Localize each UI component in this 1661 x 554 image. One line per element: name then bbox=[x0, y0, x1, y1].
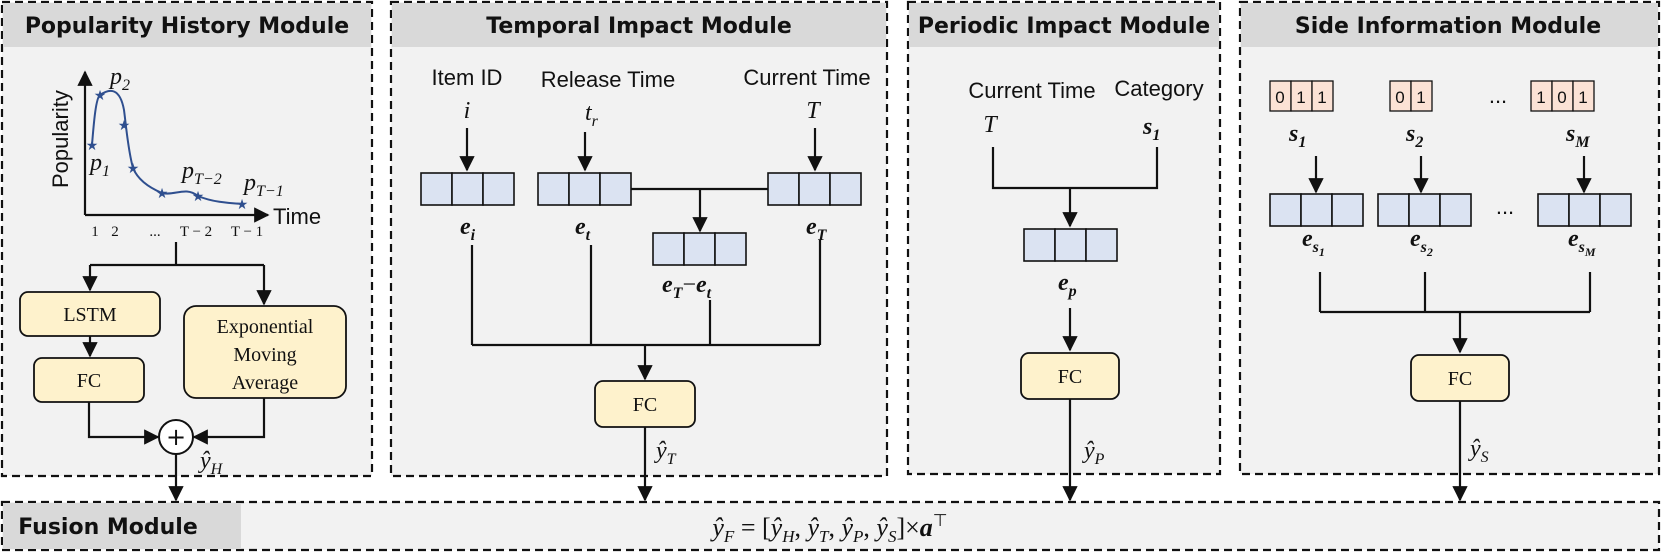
side-embedding-2 bbox=[1377, 193, 1472, 227]
fusion-header bbox=[3, 503, 241, 549]
tick-1: 1 bbox=[91, 224, 99, 240]
diff-embedding bbox=[652, 232, 747, 266]
periodic-current-time-label: Current Time bbox=[968, 78, 1095, 103]
point-label-2: p2 bbox=[108, 64, 130, 94]
svg-text:0: 0 bbox=[1275, 88, 1284, 107]
history-arrow bbox=[87, 402, 160, 445]
item-id-label: Item ID bbox=[432, 65, 503, 90]
side-embedding-label-2: es2 bbox=[1410, 226, 1433, 259]
y-axis-label: Popularity bbox=[48, 90, 73, 188]
current-embedding bbox=[767, 172, 862, 206]
periodic-current-var: T bbox=[983, 112, 998, 138]
fusion-module: Fusion Module ŷF = [ŷH, ŷT, ŷP, ŷS]×a⊤ bbox=[0, 500, 1661, 552]
temporal-output: ŷT bbox=[654, 438, 677, 468]
side-embedding-m bbox=[1537, 193, 1632, 227]
category-var: s1 bbox=[1142, 114, 1160, 144]
fusion-title: Fusion Module bbox=[18, 515, 198, 540]
tick-ellipsis: ... bbox=[149, 224, 160, 240]
item-embedding-label: ei bbox=[460, 214, 476, 244]
side-var-2: s2 bbox=[1405, 121, 1423, 151]
ema-label-line-2: Moving bbox=[233, 344, 296, 366]
point-label-t-2: pT−2 bbox=[180, 158, 222, 188]
side-title: Side Information Module bbox=[1295, 14, 1601, 39]
periodic-impact-module: Periodic Impact Module Current Time T Ca… bbox=[906, 0, 1222, 502]
current-var: T bbox=[806, 98, 821, 124]
side-header bbox=[1241, 3, 1658, 47]
onehot-vector-1: 0 1 1 bbox=[1269, 80, 1334, 112]
diff-embedding-label: eT−et bbox=[662, 272, 712, 302]
temporal-impact-module: Temporal Impact Module Item ID i Release… bbox=[389, 0, 889, 502]
star-marker: ★ bbox=[118, 118, 131, 134]
history-output: ŷH bbox=[198, 448, 224, 478]
svg-text:1: 1 bbox=[1296, 88, 1305, 107]
side-var-m: sM bbox=[1565, 121, 1590, 151]
plus-icon: + bbox=[166, 423, 186, 451]
star-marker: ★ bbox=[192, 189, 205, 205]
temporal-title: Temporal Impact Module bbox=[486, 14, 792, 39]
popularity-curve bbox=[91, 89, 243, 205]
onehot-ellipsis: ... bbox=[1489, 83, 1507, 108]
popularity-history-module: Popularity History Module Popularity Tim… bbox=[0, 0, 374, 502]
svg-text:0: 0 bbox=[1557, 88, 1566, 107]
category-label: Category bbox=[1114, 76, 1203, 101]
periodic-output: ŷP bbox=[1082, 438, 1105, 468]
star-marker: ★ bbox=[127, 161, 140, 177]
point-label-t-1: pT−1 bbox=[242, 170, 284, 200]
star-marker: ★ bbox=[156, 186, 169, 202]
onehot-vector-2: 0 1 bbox=[1389, 80, 1433, 112]
current-embedding-label: eT bbox=[806, 214, 828, 244]
svg-text:1: 1 bbox=[1317, 88, 1326, 107]
temporal-fc-label: FC bbox=[633, 394, 657, 416]
star-marker: ★ bbox=[94, 88, 107, 104]
periodic-title: Periodic Impact Module bbox=[918, 14, 1210, 39]
curve-markers: ★ ★ ★ ★ ★ ★ ★ bbox=[86, 88, 249, 213]
side-output: ŷS bbox=[1468, 436, 1489, 466]
periodic-embedding-label: ep bbox=[1058, 270, 1077, 300]
tick-t-2: T − 2 bbox=[180, 224, 212, 240]
point-label-1: p1 bbox=[88, 150, 110, 180]
star-marker: ★ bbox=[86, 138, 99, 154]
periodic-fc-label: FC bbox=[1058, 366, 1082, 388]
onehot-vector-m: 1 0 1 bbox=[1530, 80, 1595, 112]
popularity-chart: Popularity Time ★ ★ ★ ★ ★ ★ ★ p1 p2 pT−2… bbox=[48, 64, 321, 240]
side-var-1: s1 bbox=[1288, 121, 1306, 151]
history-header bbox=[3, 3, 371, 47]
embedding-ellipsis: ... bbox=[1496, 194, 1514, 219]
history-fc-label: FC bbox=[77, 370, 101, 392]
side-embedding-label-m: esM bbox=[1568, 226, 1596, 259]
release-embedding-label: et bbox=[575, 214, 591, 244]
side-embedding-1 bbox=[1269, 193, 1364, 227]
svg-text:1: 1 bbox=[1416, 88, 1425, 107]
periodic-header bbox=[909, 3, 1219, 47]
ema-label-line-3: Average bbox=[232, 372, 298, 394]
history-title: Popularity History Module bbox=[25, 14, 349, 39]
x-axis-label: Time bbox=[273, 204, 321, 229]
release-embedding bbox=[537, 172, 632, 206]
item-var: i bbox=[464, 98, 471, 124]
current-time-label: Current Time bbox=[743, 65, 870, 90]
history-arrow bbox=[192, 398, 266, 445]
ema-label-line-1: Exponential bbox=[217, 316, 314, 338]
lstm-label: LSTM bbox=[63, 304, 117, 326]
side-information-module: Side Information Module 0 1 1 0 1 ... 1 … bbox=[1238, 0, 1661, 502]
periodic-connector bbox=[991, 147, 1159, 190]
svg-text:1: 1 bbox=[1578, 88, 1587, 107]
side-fc-label: FC bbox=[1448, 368, 1472, 390]
svg-text:0: 0 bbox=[1395, 88, 1404, 107]
tick-t-1: T − 1 bbox=[231, 224, 263, 240]
svg-text:1: 1 bbox=[1536, 88, 1545, 107]
fusion-panel bbox=[0, 500, 1661, 552]
tick-2: 2 bbox=[111, 224, 119, 240]
star-marker: ★ bbox=[236, 197, 249, 213]
release-time-label: Release Time bbox=[541, 67, 676, 92]
fusion-formula: ŷF = [ŷH, ŷT, ŷP, ŷS]×a⊤ bbox=[709, 511, 947, 546]
temporal-header bbox=[392, 3, 886, 47]
side-embedding-label-1: es1 bbox=[1302, 226, 1325, 259]
release-var: tr bbox=[585, 100, 599, 130]
periodic-embedding bbox=[1023, 228, 1118, 262]
item-embedding bbox=[420, 172, 515, 206]
